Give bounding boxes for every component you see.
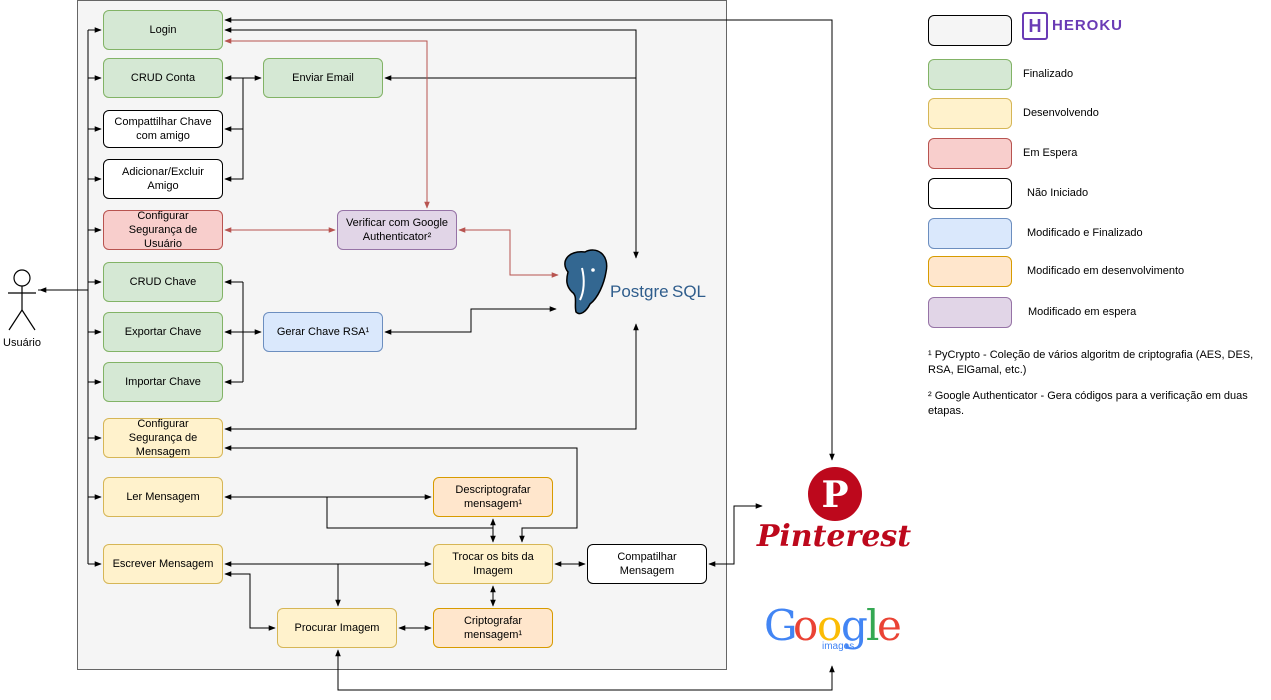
- legend-swatch: [928, 256, 1012, 287]
- config-seg-msg-box[interactable]: Configurar Segurança de Mensagem: [103, 418, 223, 458]
- descriptografar-box[interactable]: Descriptografar mensagem¹: [433, 477, 553, 517]
- criptografar-box[interactable]: Criptografar mensagem¹: [433, 608, 553, 648]
- compatilhar-msg-box[interactable]: Compatilhar Mensagem: [587, 544, 707, 584]
- trocar-bits-box[interactable]: Trocar os bits da Imagem: [433, 544, 553, 584]
- adicionar-amigo-box[interactable]: Adicionar/Excluir Amigo: [103, 159, 223, 199]
- actor-label: Usuário: [3, 337, 41, 349]
- legend-label: Modificado e Finalizado: [1027, 227, 1143, 239]
- google-images-logo: G o o g l e images: [764, 601, 902, 652]
- exportar-chave-box[interactable]: Exportar Chave: [103, 312, 223, 352]
- legend-swatch: [928, 178, 1012, 209]
- pinterest-wordmark: Pinterest: [756, 519, 911, 554]
- footnote-pycrypto: ¹ PyCrypto - Coleção de vários algoritm …: [928, 349, 1254, 376]
- user-actor-icon: [8, 269, 36, 331]
- legend-swatch: [928, 218, 1012, 249]
- legend-label: Não Iniciado: [1027, 187, 1089, 199]
- verificar-google-box[interactable]: Verificar com Google Authenticator²: [337, 210, 457, 250]
- legend-heroku-swatch: [928, 15, 1012, 46]
- google-images-subtitle: images: [822, 641, 854, 652]
- google-letter-l: l: [866, 601, 879, 650]
- procurar-imagem-box[interactable]: Procurar Imagem: [277, 608, 397, 648]
- google-letter-g: G: [764, 601, 798, 650]
- legend-label: Em Espera: [1023, 147, 1078, 159]
- heroku-mark-icon: H: [1022, 12, 1048, 40]
- legend-label: Desenvolvendo: [1023, 107, 1099, 119]
- enviar-email-box[interactable]: Enviar Email: [263, 58, 383, 98]
- legend-swatch: [928, 59, 1012, 90]
- pinterest-mark: P: [821, 474, 848, 516]
- legend-label: Finalizado: [1023, 68, 1074, 80]
- google-letter-o2: o: [817, 601, 842, 650]
- config-seg-usuario-box[interactable]: Configurar Segurança de Usuário: [103, 210, 223, 250]
- pinterest-logo: P Pinterest: [756, 467, 911, 554]
- login-box[interactable]: Login: [103, 10, 223, 50]
- crud-chave-box[interactable]: CRUD Chave: [103, 262, 223, 302]
- footnote-google-authenticator: ² Google Authenticator - Gera códigos pa…: [928, 390, 1248, 417]
- heroku-wordmark: HEROKU: [1052, 17, 1124, 34]
- google-letter-g2: g: [841, 601, 868, 650]
- gerar-rsa-box[interactable]: Gerar Chave RSA¹: [263, 312, 383, 352]
- legend-swatch: [928, 297, 1012, 328]
- escrever-mensagem-box[interactable]: Escrever Mensagem: [103, 544, 223, 584]
- legend-swatch: [928, 138, 1012, 169]
- importar-chave-box[interactable]: Importar Chave: [103, 362, 223, 402]
- legend-swatch: [928, 98, 1012, 129]
- ler-mensagem-box[interactable]: Ler Mensagem: [103, 477, 223, 517]
- compartilhar-chave-box[interactable]: Compattilhar Chave com amigo: [103, 110, 223, 148]
- legend-label: Modificado em espera: [1028, 306, 1137, 318]
- google-letter-o1: o: [793, 601, 818, 650]
- crud-conta-box[interactable]: CRUD Conta: [103, 58, 223, 98]
- legend-label: Modificado em desenvolvimento: [1027, 265, 1185, 277]
- google-letter-e: e: [877, 601, 902, 650]
